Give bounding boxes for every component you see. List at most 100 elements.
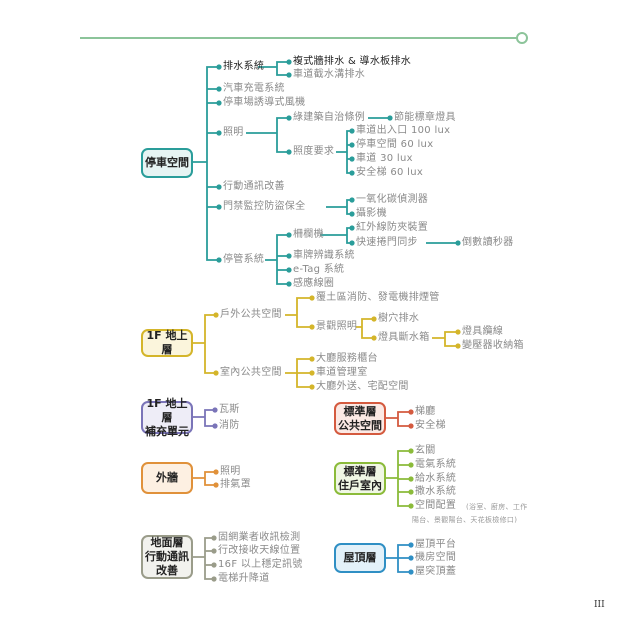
connector-teal (326, 199, 352, 215)
node-dot (286, 59, 292, 65)
node-std-public-root: 標準層 公共空間 (334, 402, 386, 435)
connector-teal (336, 130, 352, 174)
node-ground-ramp-office: 車道管理室 (316, 367, 368, 378)
node-std-unit-sprinkler: 撒水系統 (415, 486, 457, 497)
node-parking-fan: 停車場誘導式風機 (223, 97, 306, 108)
node-dot (286, 267, 292, 273)
node-dot (408, 542, 414, 548)
node-ground-root: 1F 地上層 (141, 329, 193, 357)
node-dot (455, 343, 461, 349)
node-std-unit-layout: 空間配置 (415, 500, 457, 511)
node-dot (408, 569, 414, 575)
node-ground-mobile-elevator: 電梯升降道 (218, 573, 270, 584)
node-ground-mobile-signal: 16F 以上穩定訊號 (218, 559, 303, 570)
node-parking-countdown: 倒數讀秒器 (462, 237, 514, 248)
connector-red (386, 411, 411, 427)
connector-teal (258, 61, 289, 76)
node-parking-shutter: 快速捲門同步 (356, 237, 418, 248)
node-ground-mobile-root: 地面層 行動通訊 改善 (141, 535, 193, 579)
connector-blue (386, 544, 411, 573)
node-dot (216, 204, 222, 210)
node-dot (286, 232, 292, 238)
connector-green (386, 450, 411, 507)
node-ground-delivery: 大廳外送、宅配空間 (316, 381, 409, 392)
node-roof-platform: 屋頂平台 (415, 539, 457, 550)
node-std-public-stair: 安全梯 (415, 420, 446, 431)
node-parking-mobile: 行動通訊改善 (223, 181, 285, 192)
node-dot (455, 329, 461, 335)
node-dot (408, 489, 414, 495)
node-dot (408, 423, 414, 429)
node-supplement-root: 1F 地上層 補充單元 (141, 397, 193, 438)
node-std-unit-root: 標準層 住戶室內 (334, 462, 386, 495)
node-roof-root: 屋頂層 (334, 543, 386, 573)
node-dot (349, 211, 355, 217)
layout-note-1: (浴室、廚房、工作 (466, 503, 528, 511)
node-parking-lux-1: 車道出入口 100 lux (356, 125, 451, 136)
top-rule-circle (516, 32, 528, 44)
node-ground-mobile-antenna: 行改接收天線位置 (218, 545, 301, 556)
connector-yellow (356, 318, 374, 339)
node-dot (216, 130, 222, 136)
node-std-public-hall: 梯廳 (415, 406, 436, 417)
node-dot (349, 142, 355, 148)
node-parking-camera: 攝影機 (356, 208, 387, 219)
node-dot (371, 316, 377, 322)
node-parking-ev: 汽車充電系統 (223, 83, 285, 94)
connector-yellow (285, 358, 312, 388)
node-parking-loop: 感應線圈 (293, 278, 335, 289)
connector-yellow (285, 297, 312, 328)
node-dot (216, 64, 222, 70)
node-dot (286, 72, 292, 78)
node-dot (286, 281, 292, 287)
node-dot (213, 370, 219, 376)
node-dot (387, 115, 393, 121)
node-dot (408, 503, 414, 509)
connector-gray (192, 537, 214, 580)
node-parking-plate: 車牌辨識系統 (293, 250, 355, 261)
node-roof-machine: 機房空間 (415, 552, 457, 563)
node-dot (349, 128, 355, 134)
node-parking-lux-3: 車道 30 lux (356, 153, 413, 164)
node-facade-root: 外牆 (141, 462, 193, 494)
node-dot (309, 295, 315, 301)
node-supplement-gas: 瓦斯 (219, 404, 240, 415)
node-ground-fixture-box: 燈具斷水箱 (378, 332, 430, 343)
node-parking-drain-2: 車道截水溝排水 (293, 69, 366, 80)
node-dot (408, 555, 414, 561)
node-dot (408, 462, 414, 468)
node-dot (216, 184, 222, 190)
node-parking-co: 一氧化碳偵測器 (356, 194, 429, 205)
layout-note-2: 陽台、景觀陽台、天花板檢修口) (412, 516, 518, 524)
node-std-unit-entry: 玄關 (415, 445, 436, 456)
node-dot (211, 576, 217, 582)
node-ground-tree: 樹穴排水 (378, 313, 420, 324)
node-facade-light: 照明 (220, 466, 241, 477)
node-ground-indoor: 室內公共空間 (220, 367, 282, 378)
node-ground-mobile-telecom: 固網業者收訊檢測 (218, 532, 301, 543)
node-dot (212, 423, 218, 429)
node-dot (309, 324, 315, 330)
node-ground-cable: 燈具纜線 (462, 326, 504, 337)
node-parking-lux-2: 停車空間 60 lux (356, 139, 434, 150)
node-dot (349, 240, 355, 246)
node-dot (349, 170, 355, 176)
node-std-unit-water: 給水系統 (415, 473, 457, 484)
node-dot (286, 149, 292, 155)
node-dot (286, 115, 292, 121)
node-dot (408, 409, 414, 415)
node-dot (211, 548, 217, 554)
node-std-unit-electric: 電氣系統 (415, 459, 457, 470)
node-ground-outdoor: 戶外公共空間 (220, 309, 282, 320)
node-ground-landscape: 景觀照明 (316, 321, 358, 332)
node-dot (211, 562, 217, 568)
node-ground-lobby: 大廳服務櫃台 (316, 353, 378, 364)
node-parking-etag: e-Tag 系統 (293, 264, 345, 275)
connector-teal (320, 227, 352, 244)
connector-teal (192, 66, 219, 261)
node-dot (455, 240, 461, 246)
node-facade-hood: 排氣罩 (220, 479, 251, 490)
node-parking-root: 停車空間 (141, 148, 193, 178)
